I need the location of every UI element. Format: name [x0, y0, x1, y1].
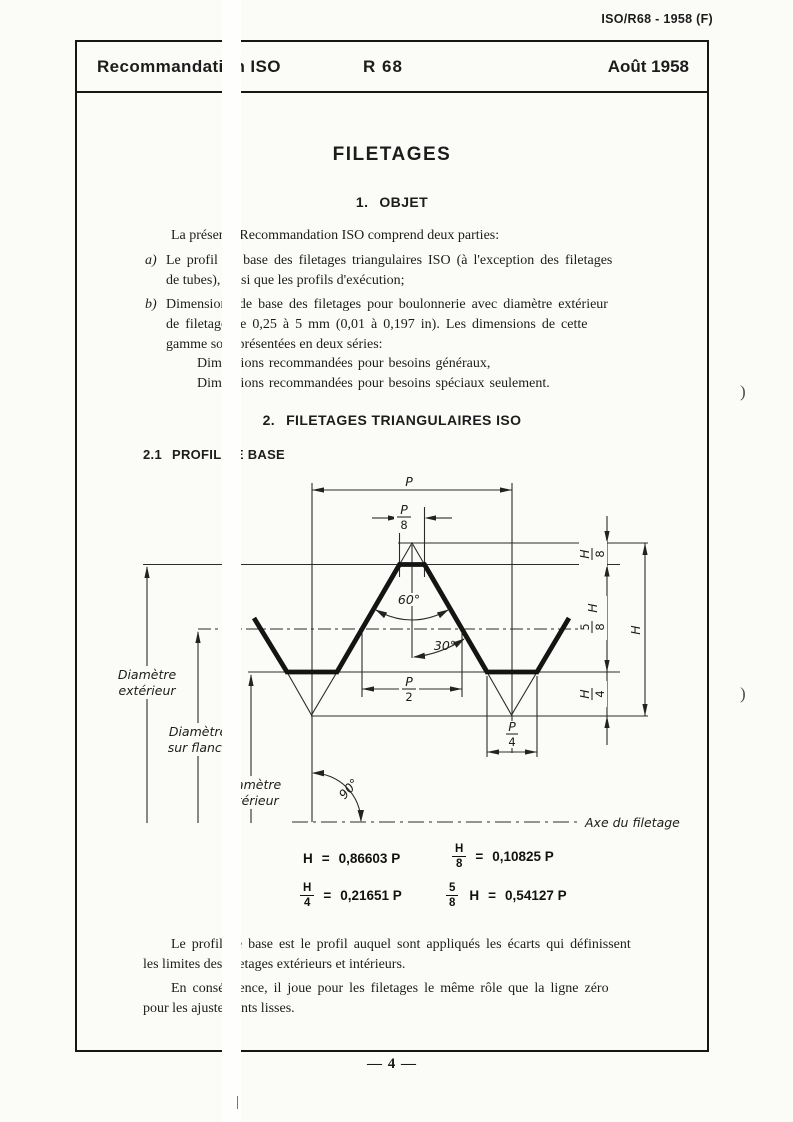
document-reference: ISO/R68 - 1958 (F)	[601, 12, 713, 26]
list-item-a-line: de tubes), ainsi que les profils d'exécu…	[166, 273, 405, 288]
list-item-a-line: Le profil de base des filetages triangul…	[166, 253, 613, 268]
svg-text:4: 4	[593, 690, 607, 697]
height-dimension-lines: H 8 5 8 H H 4 H	[577, 516, 648, 745]
page-title: FILETAGES	[332, 144, 452, 165]
formula-H: H = 0,86603 P	[303, 851, 400, 866]
svg-text:H: H	[577, 689, 592, 699]
dimension-P4: P 4	[487, 719, 537, 755]
dimension-H4-label: H 4	[577, 681, 607, 707]
header-recommendation-number: R 68	[363, 57, 403, 76]
dimension-P4-denominator: 4	[508, 735, 515, 749]
closing-2-line: pour les ajustements lisses.	[143, 1001, 295, 1016]
closing-paragraph-2: En conséquence, il joue pour les filetag…	[143, 979, 683, 1019]
list-item-b: b) Dimensions de base des filetages pour…	[143, 295, 683, 355]
dimension-P: P	[312, 474, 512, 493]
scan-mark-artifact: |	[236, 1094, 240, 1110]
thread-axis-label: Axe du filetage	[584, 815, 680, 830]
intro-line: La présente Recommandation ISO comprend …	[171, 228, 500, 243]
formula-H8-den: 8	[455, 858, 463, 871]
angle-30-label: 30°	[434, 638, 456, 653]
dimension-H-label: H	[628, 625, 643, 635]
section-2-heading: 2. FILETAGES TRIANGULAIRES ISO	[77, 412, 707, 428]
formula-H4-value: 0,21651 P	[340, 888, 402, 904]
header-organization: Recommandation ISO	[97, 57, 281, 76]
formula-H4-num: H	[300, 882, 315, 897]
dimension-P2-denominator: 2	[405, 690, 412, 704]
angle-90: 90°	[312, 770, 364, 822]
equals-sign: =	[475, 849, 484, 865]
thread-profile-diagram: P P 8 P 2	[117, 474, 680, 830]
extension-lines	[143, 483, 648, 823]
equals-sign: =	[488, 888, 497, 904]
equals-sign: =	[321, 851, 330, 866]
angle-90-label: 90°	[336, 775, 362, 802]
scan-mark-artifact: )	[740, 382, 746, 401]
section-1-number: 1.	[355, 194, 369, 210]
dimension-58H-label: 5 8 H	[578, 596, 607, 640]
formula-H8-value: 0,10825 P	[492, 849, 554, 865]
dimension-P4-numerator: P	[508, 719, 516, 734]
outer-diameter-label: Diamètre	[118, 667, 177, 682]
series-line-special: Dimensions recommandées pour besoins spé…	[197, 376, 550, 391]
section-2-number: 2.	[262, 412, 276, 428]
dimension-H8-label: H 8	[577, 541, 607, 567]
pitch-diameter-label: Diamètre	[169, 724, 228, 739]
formula-H-lhs: H	[303, 851, 313, 866]
angle-60: 60°	[375, 592, 449, 621]
dimension-P2: P 2	[362, 674, 462, 704]
formula-58H-suffix: H	[469, 888, 480, 904]
svg-text:8: 8	[593, 550, 607, 557]
equals-sign: =	[323, 888, 332, 904]
svg-text:H: H	[577, 549, 592, 559]
section-1-heading: 1. OBJET	[77, 194, 707, 210]
svg-text:H: H	[585, 603, 600, 613]
section-2-1-number: 2.1	[143, 447, 162, 462]
dimension-P8: P 8	[372, 502, 452, 533]
formula-58H-den: 8	[449, 897, 456, 910]
closing-2-line: En conséquence, il joue pour les filetag…	[171, 981, 609, 996]
svg-text:H: H	[628, 625, 643, 635]
series-line-general: Dimensions recommandées pour besoins gén…	[197, 356, 491, 371]
list-item-b-marker: b)	[145, 297, 157, 312]
svg-text:extérieur: extérieur	[118, 683, 176, 698]
svg-text:8: 8	[593, 623, 607, 630]
formula-H8-num: H	[452, 843, 467, 858]
dimension-P8-numerator: P	[400, 502, 408, 517]
dimension-P-label: P	[405, 474, 413, 489]
svg-text:sur flancs: sur flancs	[168, 740, 229, 755]
list-item-b-line: de filetage de 0,25 à 5 mm (0,01 à 0,197…	[166, 317, 588, 332]
closing-1-line: les limites des filetages extérieurs et …	[143, 957, 406, 972]
svg-text:5: 5	[578, 623, 592, 630]
section-1-title: OBJET	[379, 194, 429, 210]
header-date: Août 1958	[607, 57, 689, 76]
dimension-P8-denominator: 8	[400, 518, 407, 532]
closing-1-line: Le profil de base est le profil auquel s…	[171, 937, 631, 952]
thread-profile-line	[251, 562, 572, 675]
scan-mark-artifact: )	[740, 684, 746, 703]
formula-H-value: 0,86603 P	[338, 851, 401, 866]
formula-H4-den: 4	[303, 897, 311, 910]
closing-paragraph-1: Le profil de base est le profil auquel s…	[143, 935, 683, 975]
list-item-b-line: gamme sont présentées en deux séries:	[166, 337, 383, 352]
angle-60-label: 60°	[398, 592, 420, 607]
page-number: — 4 —	[367, 1056, 417, 1072]
scan-fold-strip-artifact	[222, 0, 241, 1122]
document-header: Recommandation ISO R 68 Août 1958	[77, 42, 707, 93]
list-item-a-marker: a)	[145, 253, 157, 268]
list-item-b-line: Dimensions de base des filetages pour bo…	[166, 297, 608, 312]
formula-58H-num: 5	[446, 882, 459, 897]
construction-triangles	[286, 541, 538, 717]
formula-58H-value: 0,54127 P	[505, 888, 567, 904]
section-2-title: FILETAGES TRIANGULAIRES ISO	[286, 412, 522, 428]
intro-paragraph: La présente Recommandation ISO comprend …	[143, 226, 683, 246]
dimension-P2-numerator: P	[405, 674, 413, 689]
angle-30: 30°	[413, 638, 465, 659]
